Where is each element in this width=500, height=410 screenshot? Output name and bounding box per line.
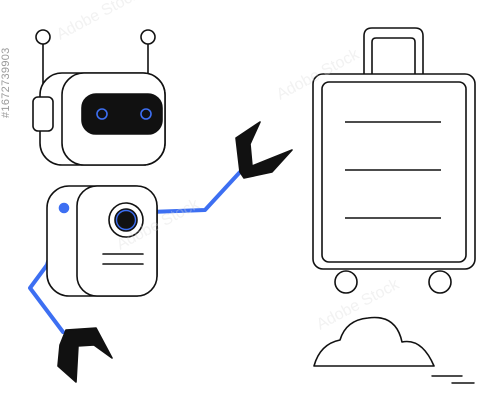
robot-ear bbox=[32, 96, 54, 132]
suitcase-stripes bbox=[345, 121, 441, 219]
robot-left-eye bbox=[96, 108, 108, 120]
ground-lines bbox=[431, 375, 475, 384]
robot-right-arm bbox=[148, 170, 242, 214]
robot-upper-claw bbox=[235, 121, 293, 179]
suitcase-right-wheel bbox=[428, 270, 452, 294]
cloud bbox=[313, 316, 435, 367]
svg-text:Adobe Stock: Adobe Stock bbox=[54, 0, 143, 44]
robot bbox=[28, 29, 293, 383]
stock-id-text: #1672739903 bbox=[0, 47, 12, 118]
suitcase-handle bbox=[363, 27, 424, 74]
robot-body bbox=[46, 185, 158, 297]
suitcase bbox=[312, 27, 476, 294]
robot-lower-claw bbox=[57, 327, 113, 383]
robot-right-eye bbox=[140, 108, 152, 120]
robot-head bbox=[32, 72, 166, 166]
suitcase-left-wheel bbox=[334, 270, 358, 294]
robot-shoulder-joint bbox=[58, 202, 70, 214]
robot-visor bbox=[81, 93, 163, 135]
suitcase-shell bbox=[312, 73, 476, 270]
